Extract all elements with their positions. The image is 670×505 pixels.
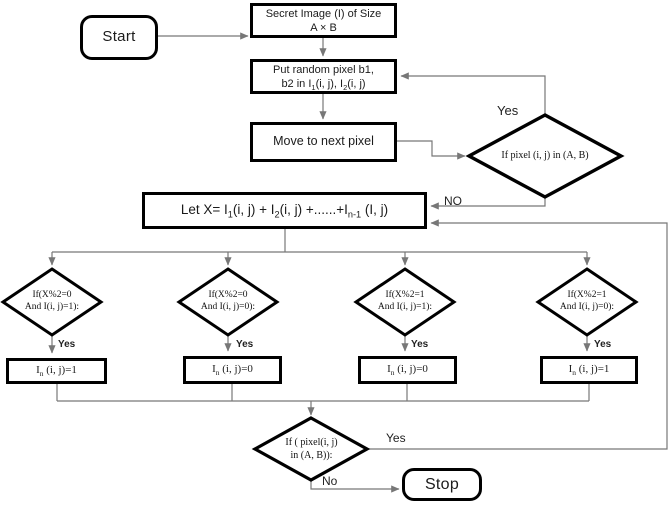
set2-expression: In (i, j)=0 bbox=[212, 363, 253, 377]
diamond-cond2 bbox=[176, 267, 280, 337]
cond1-line2: And I(i, j)=1): bbox=[24, 302, 80, 312]
subscript: n bbox=[215, 368, 220, 378]
secret-image-node: Secret Image (I) of Size A × B bbox=[250, 3, 397, 38]
secret-image-line2: A × B bbox=[310, 21, 337, 34]
subscript: 2 bbox=[274, 209, 280, 220]
cond2-line2: And I(i, j)=0): bbox=[200, 302, 256, 312]
cond4-label: If(X%2=1 And I(i, j)=0): bbox=[539, 289, 635, 313]
text-run: Let X= I bbox=[180, 202, 228, 218]
edge-end-no-to-stop bbox=[310, 481, 400, 493]
check-pixel-end-line2: in (A, B)): bbox=[290, 450, 333, 461]
move-next-label: Move to next pixel bbox=[273, 134, 374, 149]
check-pixel-loop-label: If pixel (i, j) in (A, B) bbox=[501, 150, 589, 161]
yes-loop-label: Yes bbox=[497, 103, 519, 118]
cond1-yes-label: Yes bbox=[58, 339, 76, 350]
check-pixel-end-line1: If ( pixel(i, j) bbox=[285, 437, 338, 448]
cond4-line1: If(X%2=1 bbox=[567, 290, 607, 300]
end-no-label: No bbox=[322, 474, 338, 488]
cond2-line1: If(X%2=0 bbox=[208, 290, 248, 300]
text-run: (i, j)=1 bbox=[576, 363, 610, 376]
set3-expression: In (i, j)=0 bbox=[387, 363, 428, 377]
subscript: n bbox=[39, 369, 44, 379]
cond3-label: If(X%2=1 And I(i, j)=1): bbox=[357, 289, 453, 313]
edge-check-yes-loop bbox=[400, 72, 546, 114]
edge-check-no-to-letx bbox=[430, 198, 546, 210]
let-x-expression: Let X= I1(i, j) + I2(i, j) +......+In-1 … bbox=[181, 202, 388, 219]
text-run: I bbox=[36, 364, 40, 377]
text-run: (i, j), I bbox=[315, 77, 344, 90]
stop-label: Stop bbox=[424, 475, 460, 493]
diamond-check-pixel-end bbox=[251, 416, 371, 482]
text-run: (i, j)=1 bbox=[43, 364, 77, 377]
subscript: 1 bbox=[227, 209, 233, 220]
subscript: n bbox=[572, 368, 576, 378]
text-run: I bbox=[568, 363, 573, 376]
edge-move-to-check bbox=[397, 140, 466, 160]
subscript: 2 bbox=[343, 82, 348, 92]
diamond-check-pixel-loop bbox=[465, 113, 625, 199]
let-x-node: Let X= I1(i, j) + I2(i, j) +......+In-1 … bbox=[142, 192, 427, 229]
text-run: I bbox=[387, 363, 391, 376]
check-pixel-end-label: If ( pixel(i, j) in (A, B)): bbox=[259, 436, 364, 462]
text-run: b2 in I bbox=[281, 77, 312, 90]
text-run: (i, j)=0 bbox=[394, 363, 428, 376]
end-yes-label: Yes bbox=[386, 431, 406, 445]
cond2-yes-label: Yes bbox=[236, 339, 254, 350]
set4-node: In (i, j)=1 bbox=[540, 356, 638, 384]
start-label: Start bbox=[102, 28, 136, 46]
text-run: I bbox=[212, 363, 216, 376]
subscript: n bbox=[390, 368, 395, 378]
put-random-node: Put random pixel b1, b2 in I1(i, j), I2(… bbox=[250, 59, 397, 94]
cond1-line1: If(X%2=0 bbox=[32, 290, 72, 300]
diamond-cond1 bbox=[0, 267, 104, 337]
cond2-label: If(X%2=0 And I(i, j)=0): bbox=[180, 289, 276, 313]
put-random-line1: Put random pixel b1, bbox=[273, 63, 374, 76]
stop-node: Stop bbox=[402, 468, 482, 501]
cond1-label: If(X%2=0 And I(i, j)=1): bbox=[4, 289, 100, 313]
cond3-line1: If(X%2=1 bbox=[385, 290, 425, 300]
edge-end-yes-loop bbox=[367, 219, 668, 450]
diamond-cond4 bbox=[535, 267, 639, 337]
no-loop-label: NO bbox=[444, 194, 462, 208]
cond3-yes-label: Yes bbox=[411, 339, 429, 350]
set3-node: In (i, j)=0 bbox=[358, 356, 457, 384]
set1-node: In (i, j)=1 bbox=[6, 358, 107, 384]
set2-node: In (i, j)=0 bbox=[183, 356, 282, 384]
start-node: Start bbox=[80, 15, 158, 60]
put-random-line2: b2 in I1(i, j), I2(i, j) bbox=[281, 77, 365, 91]
cond4-yes-label: Yes bbox=[594, 339, 612, 350]
set1-expression: In (i, j)=1 bbox=[36, 364, 77, 378]
secret-image-line1: Secret Image (I) of Size bbox=[265, 7, 382, 20]
cond4-line2: And I(i, j)=0): bbox=[559, 302, 615, 312]
cond3-line2: And I(i, j)=1): bbox=[377, 302, 433, 312]
subscript: 1 bbox=[311, 82, 316, 92]
set4-expression: In (i, j)=1 bbox=[569, 363, 610, 377]
move-next-node: Move to next pixel bbox=[250, 122, 397, 162]
text-run: (i, j)=0 bbox=[219, 363, 253, 376]
text-run: (i, j) +......+I bbox=[279, 202, 348, 218]
text-run: (i, j) bbox=[347, 77, 366, 90]
subscript: n-1 bbox=[347, 209, 362, 220]
text-run: (I, j) bbox=[361, 202, 389, 218]
diamond-cond3 bbox=[353, 267, 457, 337]
text-run: (i, j) + I bbox=[232, 202, 275, 218]
